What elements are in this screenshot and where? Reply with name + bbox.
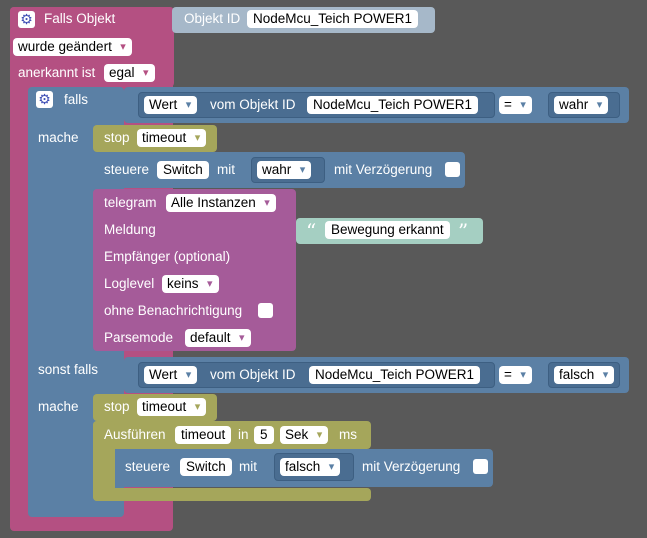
- telegram-message-label: Meldung: [104, 222, 156, 237]
- control2-object-field[interactable]: Switch: [180, 458, 232, 476]
- object-id-label: Objekt ID: [184, 11, 241, 26]
- telegram-instance-dropdown[interactable]: Alle Instanzen: [166, 194, 276, 212]
- timeout-label: Ausführen: [104, 427, 166, 442]
- condition2-compare-dropdown[interactable]: falsch: [554, 366, 615, 384]
- timeout-delay-field[interactable]: 5: [254, 426, 274, 444]
- condition2-object-field[interactable]: NodeMcu_Teich POWER1: [309, 366, 481, 384]
- control2-delay-label: mit Verzögerung: [362, 459, 461, 474]
- mache2-label: mache: [38, 399, 79, 414]
- timeout-ms-label: ms: [339, 427, 357, 442]
- stop2-label: stop: [104, 399, 130, 414]
- telegram-loglevel-label: Loglevel: [104, 276, 155, 291]
- control1-label: steuere: [104, 162, 150, 177]
- trigger-block-footer: [22, 517, 172, 531]
- condition2-operator-dropdown[interactable]: =: [499, 366, 532, 384]
- telegram-parsemode-label: Parsemode: [104, 330, 174, 345]
- telegram-loglevel-dropdown[interactable]: keins: [162, 275, 219, 293]
- telegram-recipient-label: Empfänger (optional): [104, 249, 231, 264]
- condition1-value-dropdown[interactable]: Wert: [144, 96, 198, 114]
- stop1-label: stop: [104, 130, 130, 145]
- quote-icon: “: [306, 219, 317, 243]
- ack-label: anerkannt ist: [18, 65, 96, 80]
- object-id-field[interactable]: NodeMcu_Teich POWER1: [247, 10, 419, 28]
- changed-dropdown[interactable]: wurde geändert: [13, 38, 132, 56]
- condition1-operator-dropdown[interactable]: =: [499, 96, 532, 114]
- control2-value-dropdown[interactable]: falsch: [280, 458, 341, 476]
- falls-label: falls: [64, 92, 89, 107]
- control2-delay-checkbox[interactable]: [473, 459, 488, 474]
- message-text-field[interactable]: Bewegung erkannt: [325, 221, 450, 239]
- control1-delay-checkbox[interactable]: [445, 162, 460, 177]
- gear-icon[interactable]: ⚙: [18, 11, 35, 28]
- control1-with-label: mit: [217, 162, 235, 177]
- stop1-timer-dropdown[interactable]: timeout: [137, 129, 207, 147]
- telegram-label: telegram: [104, 195, 157, 210]
- control2-with-label: mit: [239, 459, 257, 474]
- timeout-in-label: in: [238, 427, 249, 442]
- stop2-timer-dropdown[interactable]: timeout: [137, 398, 207, 416]
- telegram-parsemode-dropdown[interactable]: default: [185, 329, 251, 347]
- condition1-from-label: vom Objekt ID: [210, 97, 296, 112]
- telegram-no-notify-label: ohne Benachrichtigung: [104, 303, 243, 318]
- control2-label: steuere: [125, 459, 171, 474]
- timeout-unit-dropdown[interactable]: Sek: [280, 426, 329, 444]
- ack-dropdown[interactable]: egal: [104, 64, 155, 82]
- condition2-value-dropdown[interactable]: Wert: [144, 366, 198, 384]
- timeout-block-footer: [93, 488, 371, 501]
- condition2-from-label: vom Objekt ID: [210, 367, 296, 382]
- telegram-block[interactable]: [93, 189, 296, 351]
- control1-object-field[interactable]: Switch: [157, 161, 209, 179]
- quote-close-icon: ”: [458, 219, 469, 243]
- control1-value-dropdown[interactable]: wahr: [257, 161, 312, 179]
- if-gear-icon[interactable]: ⚙: [36, 91, 53, 108]
- mache-label: mache: [38, 130, 79, 145]
- timeout-timer-field[interactable]: timeout: [175, 426, 232, 444]
- telegram-no-notify-checkbox[interactable]: [258, 303, 273, 318]
- timeout-block-body[interactable]: [93, 421, 115, 501]
- trigger-title: Falls Objekt: [44, 11, 116, 26]
- sonst-falls-label: sonst falls: [38, 362, 99, 377]
- condition1-object-field[interactable]: NodeMcu_Teich POWER1: [307, 96, 479, 114]
- control1-delay-label: mit Verzögerung: [334, 162, 433, 177]
- condition1-compare-dropdown[interactable]: wahr: [554, 96, 609, 114]
